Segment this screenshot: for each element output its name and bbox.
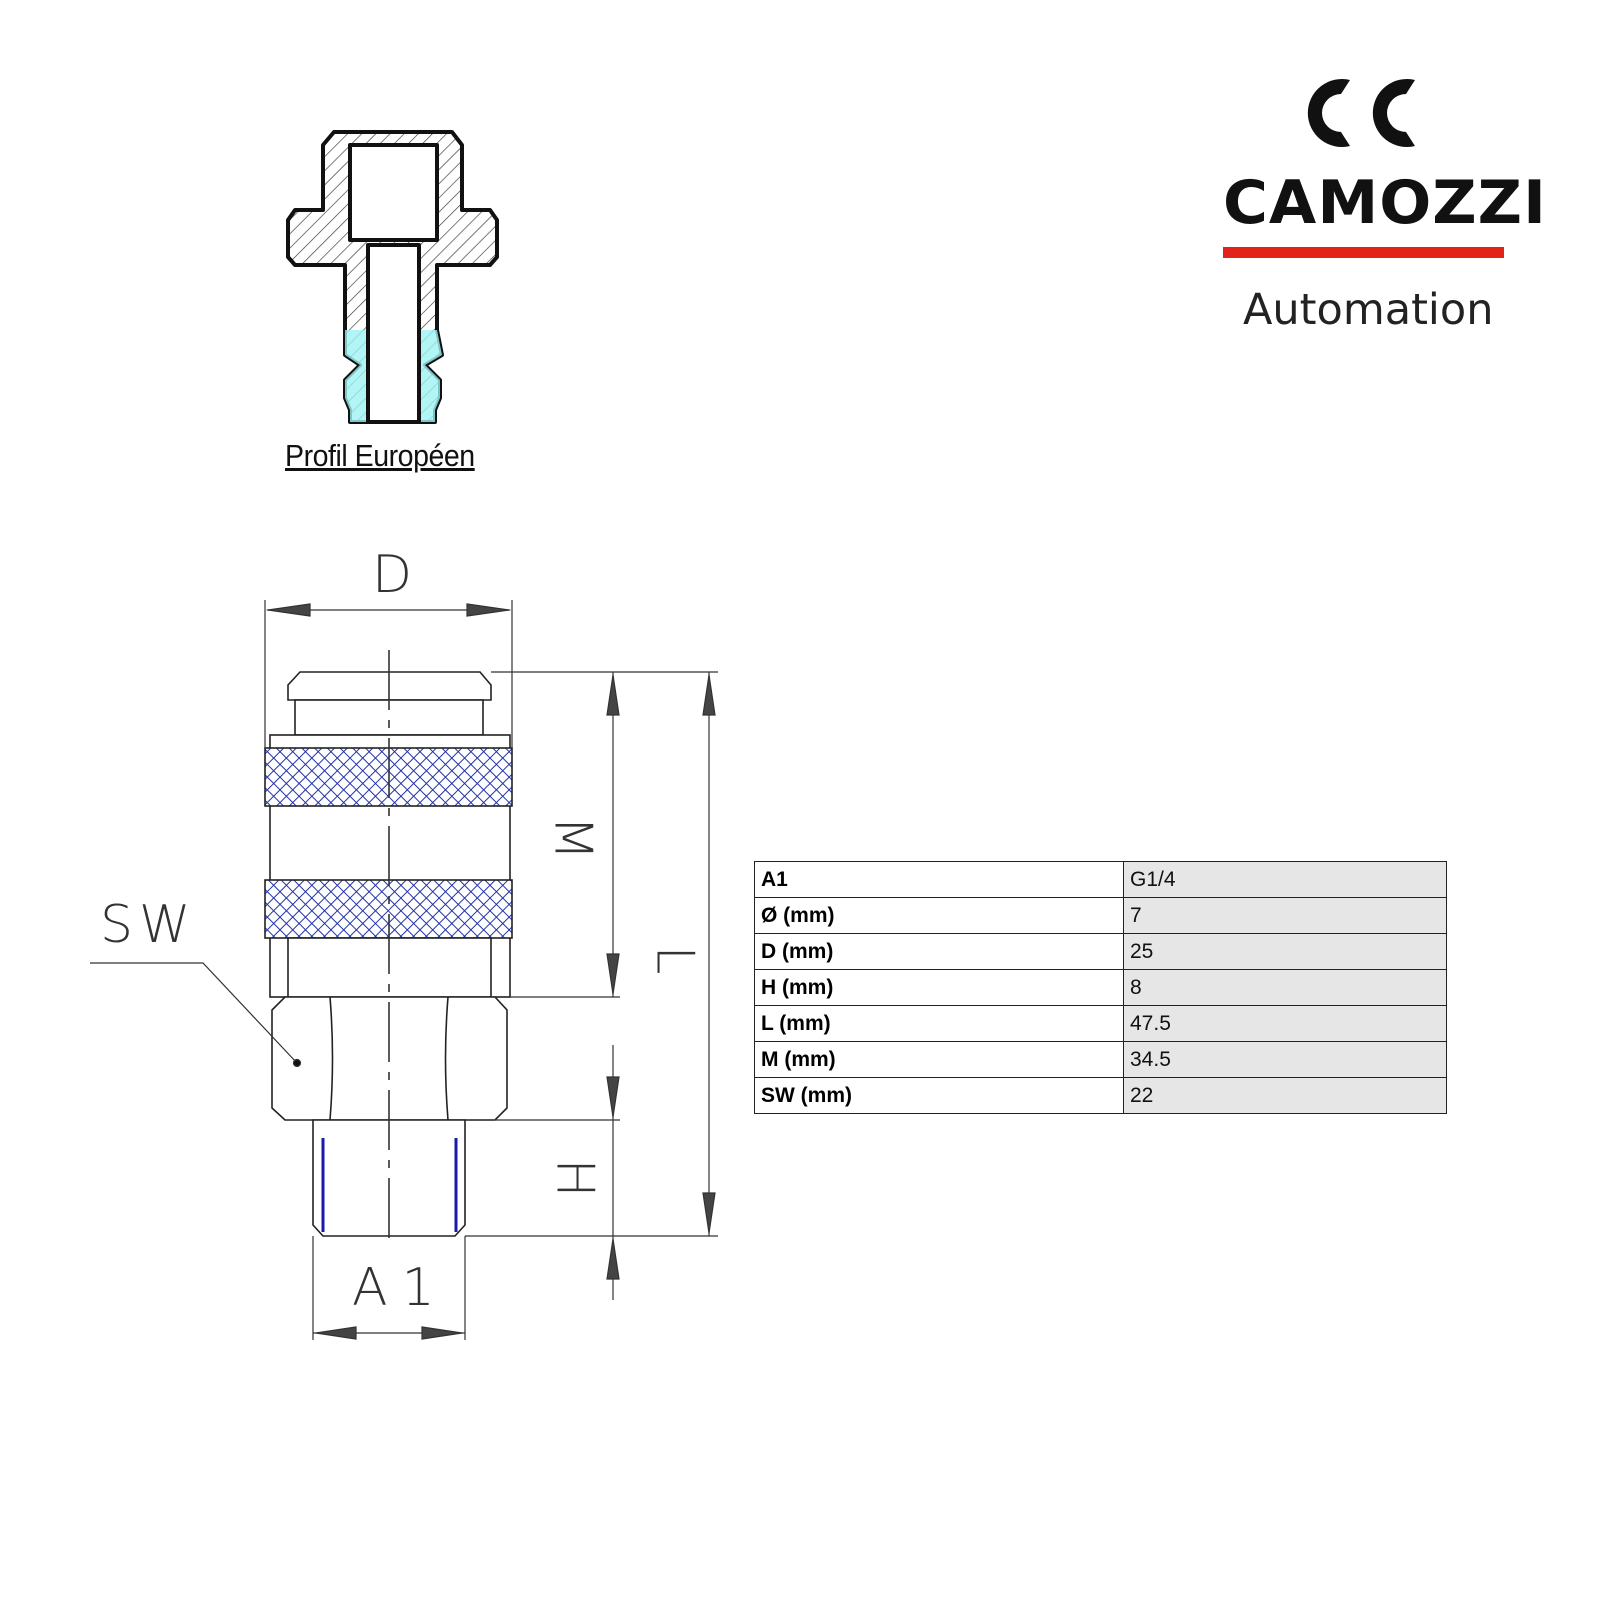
table-row: D (mm)25 [754,933,1447,970]
table-row: L (mm)47.5 [754,1005,1447,1042]
logo-tagline: Automation [1243,285,1494,335]
spec-key: SW (mm) [754,1077,1124,1114]
spec-value: 25 [1123,933,1447,970]
spec-key: M (mm) [754,1041,1124,1078]
dim-label-a1: A1 [352,1258,449,1318]
spec-value: 47.5 [1123,1005,1447,1042]
dimension-lines [90,600,718,1340]
fitting-side-view [264,650,513,1240]
spec-value: 22 [1123,1077,1447,1114]
spec-key: Ø (mm) [754,897,1124,934]
dim-label-l: L [644,945,705,975]
logo-accent-bar [1223,247,1504,258]
spec-value: 34.5 [1123,1041,1447,1078]
spec-key: D (mm) [754,933,1124,970]
spec-value: G1/4 [1123,861,1447,898]
logo-brand: CAMOZZI [1223,168,1547,238]
table-row: H (mm)8 [754,969,1447,1006]
profile-caption: Profil Européen [285,438,475,473]
dim-label-h: H [544,1158,605,1198]
table-row: SW (mm)22 [754,1077,1447,1114]
dim-label-m: M [542,815,603,861]
profile-section-drawing [286,130,499,424]
spec-key: L (mm) [754,1005,1124,1042]
cc-logo-mark-icon [1307,79,1415,147]
dim-label-d: D [372,545,413,605]
table-row: Ø (mm)7 [754,897,1447,934]
table-row: M (mm)34.5 [754,1041,1447,1078]
spec-key: A1 [754,861,1124,898]
spec-value: 8 [1123,969,1447,1006]
spec-key: H (mm) [754,969,1124,1006]
spec-value: 7 [1123,897,1447,934]
dim-label-sw: SW [100,895,197,955]
